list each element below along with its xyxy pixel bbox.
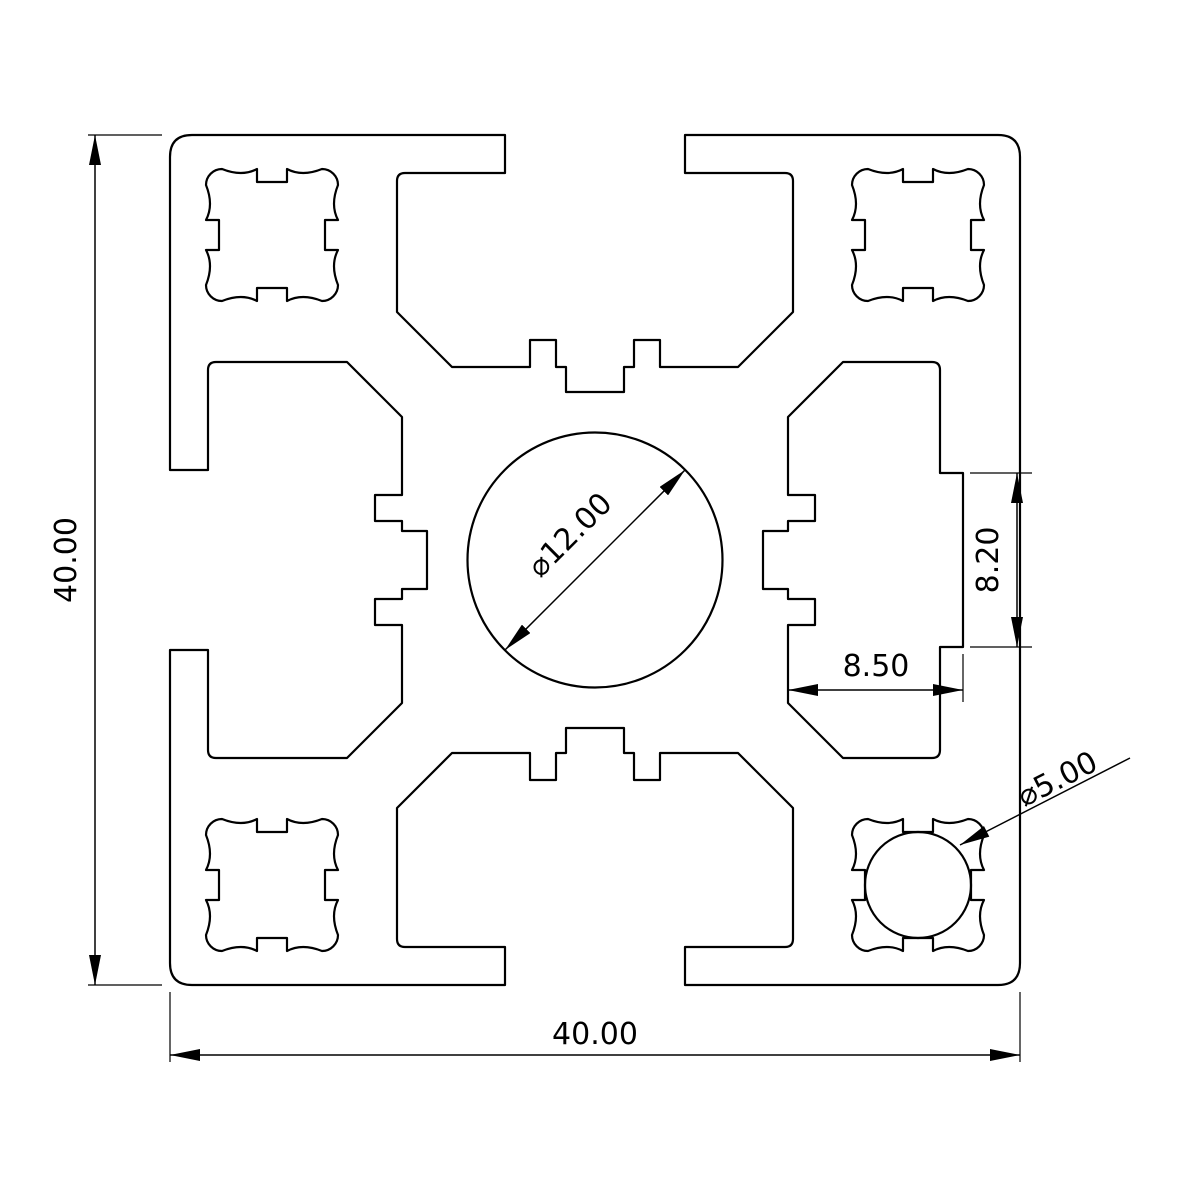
profile-outer-outline	[168, 133, 1022, 987]
center-bore	[466, 431, 724, 689]
dim-slot-depth-label: 8.50	[843, 649, 910, 684]
dim-line-center-bore	[504, 469, 686, 651]
right-closed-slot-cavity	[761, 360, 965, 760]
corner-screw-hole	[863, 830, 973, 940]
corner-channel-top-left	[204, 167, 340, 303]
corner-channel-top-right	[850, 167, 986, 303]
dim-overall-width-label: 40.00	[552, 1017, 638, 1052]
dim-center-bore-label: ⌀12.00	[521, 486, 619, 584]
corner-channel-bottom-right	[850, 817, 986, 953]
leader-line-corner-hole	[959, 757, 1131, 846]
corner-channel-bottom-left	[204, 817, 340, 953]
dim-corner-hole-label: ⌀5.00	[1012, 745, 1103, 815]
dim-overall-height-label: 40.00	[49, 517, 84, 603]
dim-slot-face-label: 8.20	[971, 527, 1006, 594]
